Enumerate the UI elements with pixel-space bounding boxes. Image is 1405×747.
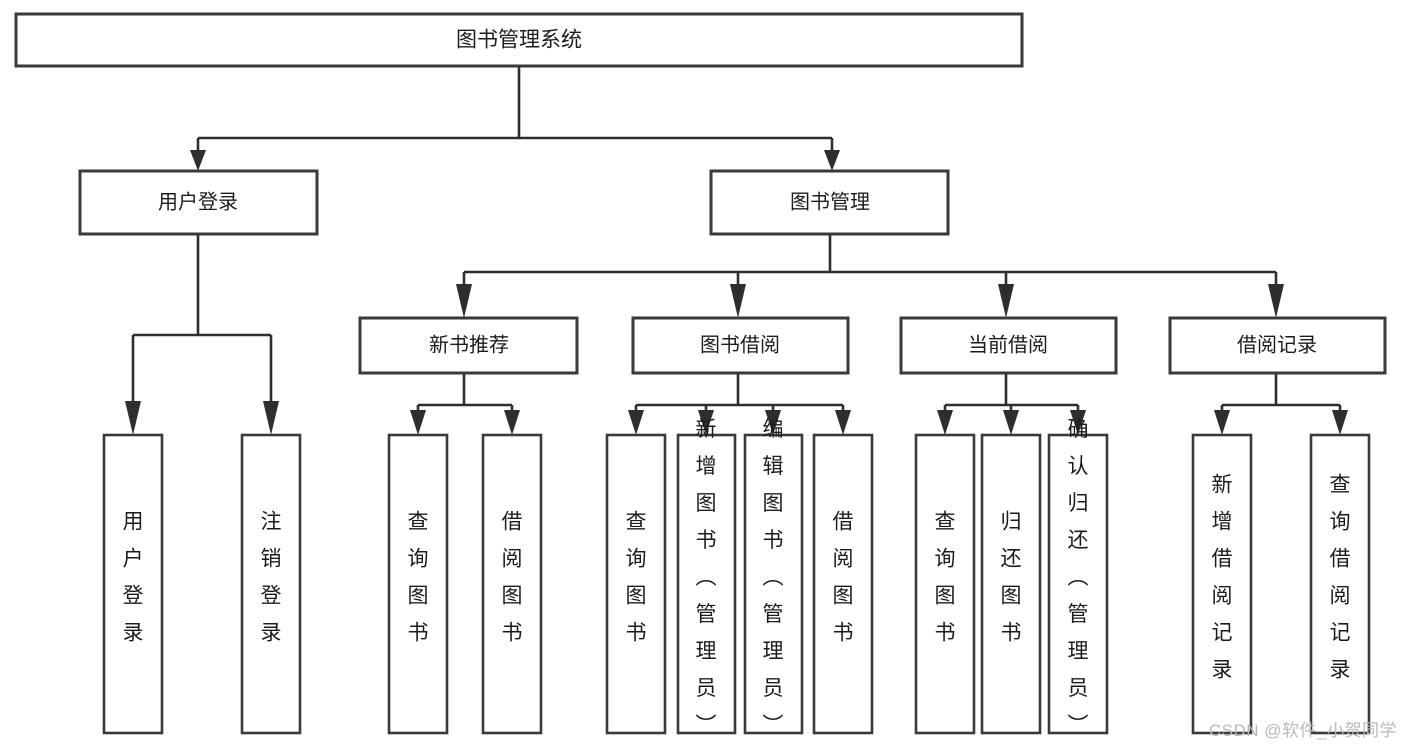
node-root-box[interactable]: [14, 12, 1024, 68]
node-leaf-user-logout[interactable]: 注销登录: [240, 433, 302, 735]
node-leaf-user-logout-label: 注销登录: [261, 511, 282, 645]
arrow-head-leaf-user-login: [125, 401, 141, 435]
node-leaf-borrow-book-2[interactable]: 借阅图书: [812, 433, 874, 735]
arrow-head-leaf-query-book-1: [410, 410, 426, 435]
node-leaf-query-book-1-label: 查询图书: [408, 511, 429, 645]
arrow-head-leaf-confirm-return: [1070, 410, 1086, 435]
node-leaf-query-book-3-box[interactable]: [914, 433, 976, 735]
node-leaf-user-login-box[interactable]: [102, 433, 164, 735]
node-leaf-add-book-label: 新增图书︵管理员︶: [696, 418, 717, 737]
node-leaf-borrow-book-1[interactable]: 借阅图书: [481, 433, 543, 735]
node-leaf-add-book[interactable]: 新增图书︵管理员︶: [676, 418, 737, 737]
node-book-borrow[interactable]: 图书借阅: [631, 316, 850, 375]
node-book-borrow-label: 图书借阅: [700, 333, 780, 356]
node-leaf-edit-book-box[interactable]: [743, 433, 804, 735]
arrow-head-leaf-user-logout: [263, 401, 279, 435]
connector-layer: [125, 66, 1348, 435]
node-leaf-return-book[interactable]: 归还图书: [980, 433, 1042, 735]
node-leaf-add-record[interactable]: 新增借阅记录: [1191, 433, 1253, 735]
node-leaf-confirm-return-box[interactable]: [1047, 433, 1109, 735]
arrow-head-leaf-edit-book: [765, 410, 781, 435]
node-leaf-query-book-3[interactable]: 查询图书: [914, 433, 976, 735]
arrow-head-book-manage: [824, 150, 840, 171]
node-leaf-add-book-box[interactable]: [676, 433, 737, 735]
node-user-login-label: 用户登录: [158, 190, 238, 213]
arrow-head-leaf-add-book: [698, 410, 714, 435]
node-current-borrow-box[interactable]: [899, 316, 1118, 375]
node-leaf-edit-book-label: 编辑图书︵管理员︶: [763, 418, 784, 737]
node-user-login-box[interactable]: [78, 169, 319, 236]
arrow-head-leaf-add-record: [1214, 410, 1230, 435]
node-book-manage-box[interactable]: [709, 169, 950, 236]
csdn-watermark: CSDN @软件_小贺同学: [1208, 721, 1397, 740]
node-leaf-query-book-3-label: 查询图书: [935, 511, 956, 645]
arrow-head-leaf-query-record: [1332, 410, 1348, 435]
node-leaf-borrow-book-2-box[interactable]: [812, 433, 874, 735]
node-leaf-borrow-book-1-label: 借阅图书: [502, 511, 523, 645]
node-book-manage[interactable]: 图书管理: [709, 169, 950, 236]
node-book-manage-label: 图书管理: [790, 190, 870, 213]
node-leaf-borrow-book-2-label: 借阅图书: [833, 511, 854, 645]
node-root[interactable]: 图书管理系统: [14, 12, 1024, 68]
node-leaf-query-book-2-label: 查询图书: [626, 511, 647, 645]
arrow-head-leaf-query-book-3: [937, 410, 953, 435]
node-leaf-confirm-return[interactable]: 确认归还︵管理员︶: [1047, 418, 1109, 737]
node-current-borrow[interactable]: 当前借阅: [899, 316, 1118, 375]
node-new-book-recommend[interactable]: 新书推荐: [358, 316, 579, 375]
node-leaf-query-record-box[interactable]: [1309, 433, 1371, 735]
node-leaf-query-book-2-box[interactable]: [605, 433, 667, 735]
node-borrow-record-label: 借阅记录: [1237, 333, 1317, 356]
node-leaf-add-record-box[interactable]: [1191, 433, 1253, 735]
node-current-borrow-label: 当前借阅: [968, 333, 1048, 356]
node-borrow-record[interactable]: 借阅记录: [1168, 316, 1387, 375]
node-borrow-record-box[interactable]: [1168, 316, 1387, 375]
node-book-borrow-box[interactable]: [631, 316, 850, 375]
node-leaf-query-record[interactable]: 查询借阅记录: [1309, 433, 1371, 735]
arrow-head-leaf-borrow-book-1: [504, 410, 520, 435]
node-leaf-query-book-1[interactable]: 查询图书: [387, 433, 449, 735]
node-leaf-edit-book[interactable]: 编辑图书︵管理员︶: [743, 418, 804, 737]
node-leaf-confirm-return-label: 确认归还︵管理员︶: [1068, 418, 1089, 737]
node-leaf-query-book-1-box[interactable]: [387, 433, 449, 735]
arrow-head-current-borrow: [998, 284, 1014, 318]
arrow-head-book-borrow: [730, 284, 746, 318]
arrow-head-leaf-return-book: [1003, 410, 1019, 435]
node-leaf-return-book-label: 归还图书: [1001, 511, 1022, 645]
node-leaf-return-book-box[interactable]: [980, 433, 1042, 735]
node-user-login[interactable]: 用户登录: [78, 169, 319, 236]
node-leaf-query-book-2[interactable]: 查询图书: [605, 433, 667, 735]
node-new-book-recommend-box[interactable]: [358, 316, 579, 375]
node-new-book-recommend-label: 新书推荐: [429, 333, 509, 356]
node-leaf-add-record-label: 新增借阅记录: [1212, 474, 1233, 682]
arrow-head-user-login: [190, 150, 206, 171]
node-leaf-user-login-label: 用户登录: [123, 511, 144, 645]
arrow-head-leaf-borrow-book-2: [835, 410, 851, 435]
node-leaf-borrow-book-1-box[interactable]: [481, 433, 543, 735]
arrow-head-new-book-recommend: [456, 284, 472, 318]
node-root-label: 图书管理系统: [456, 29, 582, 52]
node-leaf-user-logout-box[interactable]: [240, 433, 302, 735]
node-leaf-query-record-label: 查询借阅记录: [1330, 474, 1351, 682]
arrow-head-borrow-record: [1268, 284, 1284, 318]
node-leaf-user-login[interactable]: 用户登录: [102, 433, 164, 735]
arrow-head-leaf-query-book-2: [628, 410, 644, 435]
